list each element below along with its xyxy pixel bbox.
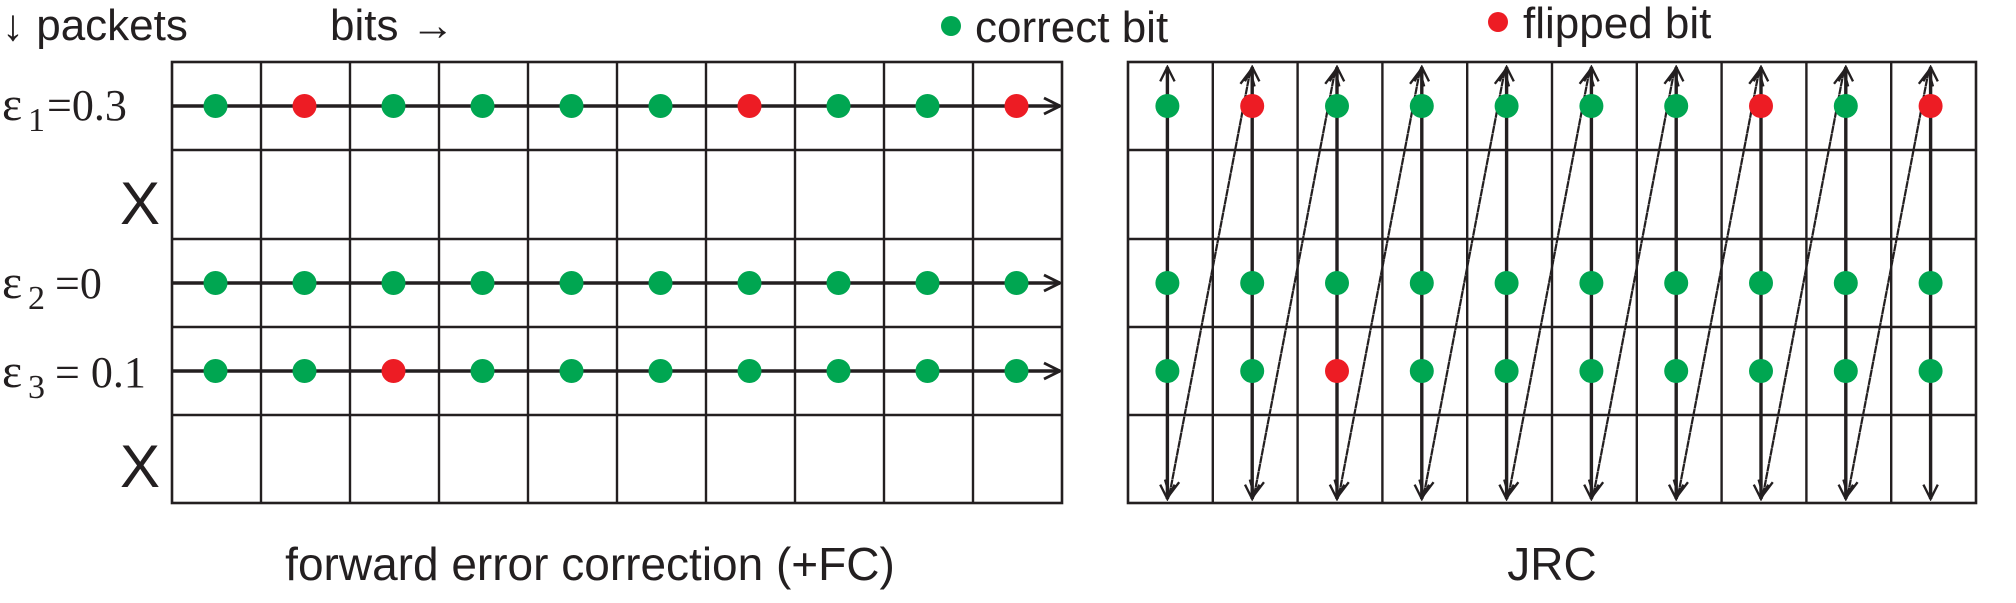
fec-correct-bit bbox=[915, 359, 940, 383]
row-label-erased-1: X bbox=[120, 170, 160, 237]
jrc-correct-bit bbox=[1409, 94, 1434, 118]
jrc-correct-bit bbox=[1155, 359, 1180, 383]
jrc-correct-bit bbox=[1749, 271, 1773, 295]
jrc-correct-bit bbox=[1494, 271, 1519, 295]
jrc-caption: JRC bbox=[1507, 538, 1596, 590]
jrc-correct-bit bbox=[1918, 359, 1943, 383]
row-label-2-subscript: 2 bbox=[28, 280, 45, 317]
legend-flipped-dot bbox=[1488, 12, 1508, 32]
row-label-erased-2: X bbox=[120, 433, 160, 500]
fec-flipped-bit bbox=[1004, 94, 1029, 118]
row-label-2-symbol: ε bbox=[2, 256, 22, 309]
jrc-correct-bit bbox=[1833, 94, 1858, 118]
fec-grid-panel bbox=[170, 60, 1064, 505]
jrc-correct-bit bbox=[1749, 359, 1773, 383]
jrc-correct-bit bbox=[1494, 359, 1519, 383]
jrc-correct-bit bbox=[1833, 271, 1858, 295]
jrc-flipped-bit bbox=[1240, 94, 1265, 118]
row-label-3-subscript: 3 bbox=[28, 369, 45, 406]
fec-flipped-bit bbox=[737, 94, 762, 118]
fec-flipped-bit bbox=[292, 94, 317, 118]
legend-correct-dot bbox=[941, 16, 961, 36]
packets-axis-label: ↓ packets bbox=[2, 1, 188, 50]
fec-correct-bit bbox=[203, 271, 228, 295]
bits-axis-label: bits → bbox=[330, 1, 455, 50]
row-label-3: ε 3 = 0.1 bbox=[2, 345, 146, 406]
fec-correct-bit bbox=[381, 271, 406, 295]
fec-correct-bit bbox=[470, 271, 495, 295]
fec-correct-bit bbox=[559, 271, 584, 295]
row-label-2-value: =0 bbox=[55, 259, 102, 308]
fec-flipped-bit bbox=[381, 359, 406, 383]
fec-correct-bit bbox=[826, 359, 851, 383]
jrc-correct-bit bbox=[1579, 359, 1604, 383]
jrc-correct-bit bbox=[1664, 359, 1689, 383]
jrc-correct-bit bbox=[1664, 94, 1689, 118]
fec-correct-bit bbox=[1004, 271, 1029, 295]
row-label-2: ε 2 =0 bbox=[2, 256, 102, 317]
jrc-correct-bit bbox=[1155, 271, 1180, 295]
row-label-1-symbol: ε bbox=[2, 78, 22, 131]
jrc-flipped-bit bbox=[1918, 94, 1943, 118]
jrc-correct-bit bbox=[1240, 359, 1265, 383]
fec-correct-bit bbox=[648, 359, 673, 383]
fec-correct-bit bbox=[381, 94, 406, 118]
fec-correct-bit bbox=[915, 94, 940, 118]
fec-correct-bit bbox=[648, 271, 673, 295]
fec-correct-bit bbox=[826, 271, 851, 295]
jrc-correct-bit bbox=[1325, 271, 1349, 295]
row-label-1-subscript: 1 bbox=[28, 102, 45, 139]
fec-caption: forward error correction (+FC) bbox=[285, 538, 895, 590]
jrc-correct-bit bbox=[1155, 94, 1180, 118]
fec-correct-bit bbox=[826, 94, 851, 118]
legend-correct-label: correct bit bbox=[975, 3, 1168, 52]
row-label-3-value: = 0.1 bbox=[55, 348, 146, 397]
fec-correct-bit bbox=[737, 271, 762, 295]
fec-correct-bit bbox=[203, 94, 228, 118]
fec-correct-bit bbox=[737, 359, 762, 383]
jrc-grid-panel bbox=[1126, 60, 1978, 505]
fec-correct-bit bbox=[559, 359, 584, 383]
fec-correct-bit bbox=[292, 359, 317, 383]
jrc-correct-bit bbox=[1664, 271, 1689, 295]
fec-correct-bit bbox=[470, 94, 495, 118]
jrc-correct-bit bbox=[1579, 271, 1604, 295]
fec-correct-bit bbox=[648, 94, 673, 118]
fec-correct-bit bbox=[470, 359, 495, 383]
jrc-correct-bit bbox=[1240, 271, 1265, 295]
jrc-correct-bit bbox=[1494, 94, 1519, 118]
jrc-correct-bit bbox=[1918, 271, 1943, 295]
jrc-correct-bit bbox=[1325, 94, 1349, 118]
jrc-correct-bit bbox=[1833, 359, 1858, 383]
legend-flipped-label: flipped bit bbox=[1523, 0, 1711, 48]
row-label-3-symbol: ε bbox=[2, 345, 22, 398]
row-label-1-value: =0.3 bbox=[47, 81, 127, 130]
jrc-correct-bit bbox=[1409, 359, 1434, 383]
fec-correct-bit bbox=[1004, 359, 1029, 383]
fec-correct-bit bbox=[559, 94, 584, 118]
jrc-flipped-bit bbox=[1749, 94, 1773, 118]
fec-correct-bit bbox=[292, 271, 317, 295]
jrc-flipped-bit bbox=[1325, 359, 1349, 383]
fec-correct-bit bbox=[203, 359, 228, 383]
jrc-correct-bit bbox=[1409, 271, 1434, 295]
row-label-1: ε 1 =0.3 bbox=[2, 78, 127, 139]
fec-correct-bit bbox=[915, 271, 940, 295]
jrc-correct-bit bbox=[1579, 94, 1604, 118]
